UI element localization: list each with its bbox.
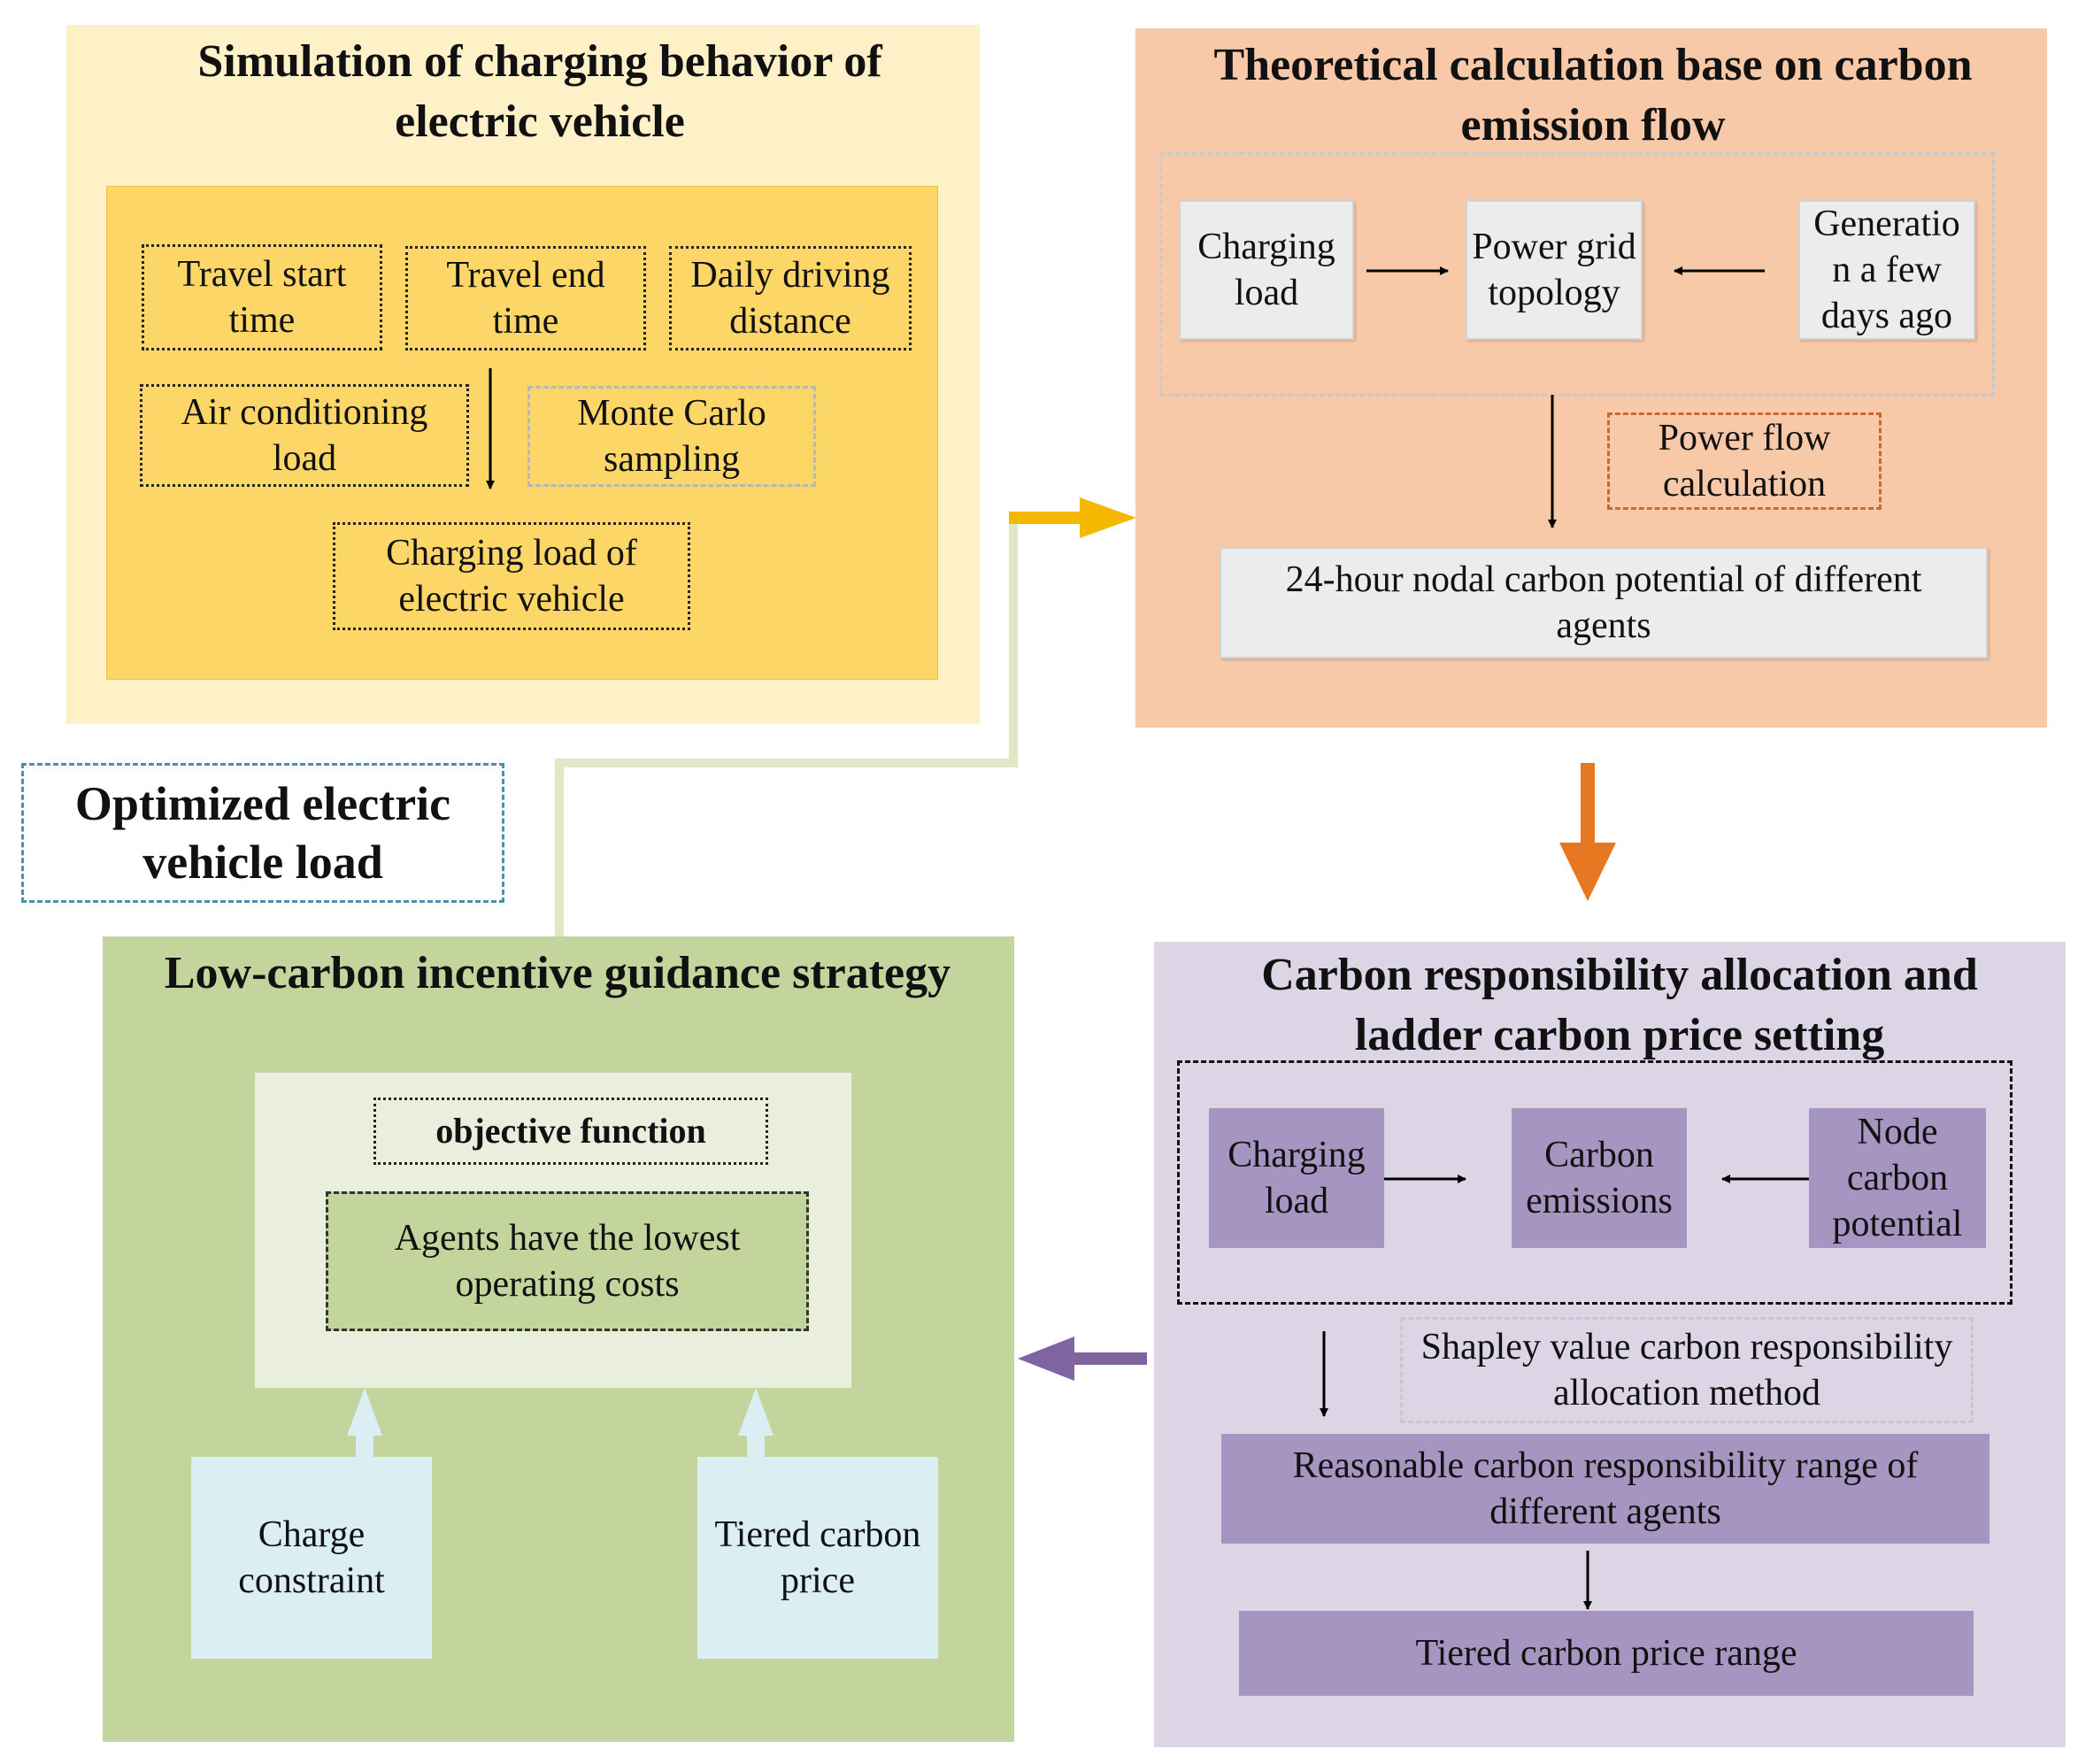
- generation-box: Generatio n a few days ago: [1798, 200, 1975, 340]
- reasonable-responsibility-range-box: Reasonable carbon responsibility range o…: [1221, 1434, 1989, 1544]
- power-grid-topology-box: Power grid topology: [1466, 200, 1643, 340]
- theory-title: Theoretical calculation base on carbon e…: [1213, 40, 1973, 150]
- optimized-load-feedback-line: [555, 514, 1043, 936]
- optimized-ev-load-label: Optimized electric vehicle load: [21, 763, 504, 903]
- theory-charging-load-box: Charging load: [1179, 200, 1354, 340]
- carbon-emissions-box: Carbon emissions: [1512, 1108, 1687, 1248]
- carbon-to-lowcarbon-arrow: [1018, 1336, 1147, 1381]
- lowcarbon-title: Low-carbon incentive guidance strategy: [164, 948, 951, 998]
- charge-constraint-box: Charge constraint: [191, 1457, 432, 1659]
- monte-carlo-sampling-box: Monte Carlo sampling: [527, 386, 816, 487]
- node-carbon-potential-box: Node carbon potential: [1809, 1108, 1986, 1248]
- power-flow-calculation-box: Power flow calculation: [1607, 412, 1882, 510]
- carbon-title: Carbon responsibility allocation and lad…: [1261, 950, 1978, 1060]
- sim-to-theory-arrow: [1009, 497, 1136, 538]
- nodal-carbon-potential-box: 24-hour nodal carbon potential of differ…: [1220, 547, 1988, 659]
- theory-dashed-group: [1159, 152, 1995, 397]
- theory-to-carbon-arrow: [1559, 763, 1616, 901]
- simulation-title: Simulation of charging behavior of elect…: [197, 36, 882, 147]
- travel-end-time-box: Travel end time: [405, 246, 646, 350]
- tiered-carbon-price-range-box: Tiered carbon price range: [1239, 1611, 1974, 1696]
- ev-charging-load-box: Charging load of electric vehicle: [333, 522, 690, 630]
- agents-lowest-cost-box: Agents have the lowest operating costs: [326, 1191, 809, 1331]
- carbon-dashed-group: [1177, 1060, 2013, 1305]
- daily-driving-distance-box: Daily driving distance: [669, 246, 912, 350]
- tiered-carbon-price-box: Tiered carbon price: [697, 1457, 938, 1659]
- travel-start-time-box: Travel start time: [142, 244, 382, 350]
- shapley-value-method-box: Shapley value carbon responsibility allo…: [1400, 1317, 1974, 1423]
- objective-function-box: objective function: [373, 1098, 768, 1165]
- simulation-inner-panel: [106, 186, 938, 680]
- charge-constraint-up-arrow: [347, 1388, 382, 1459]
- tiered-price-up-arrow: [738, 1388, 773, 1459]
- air-conditioning-load-box: Air conditioning load: [140, 384, 469, 487]
- carbon-charging-load-box: Charging load: [1209, 1108, 1384, 1248]
